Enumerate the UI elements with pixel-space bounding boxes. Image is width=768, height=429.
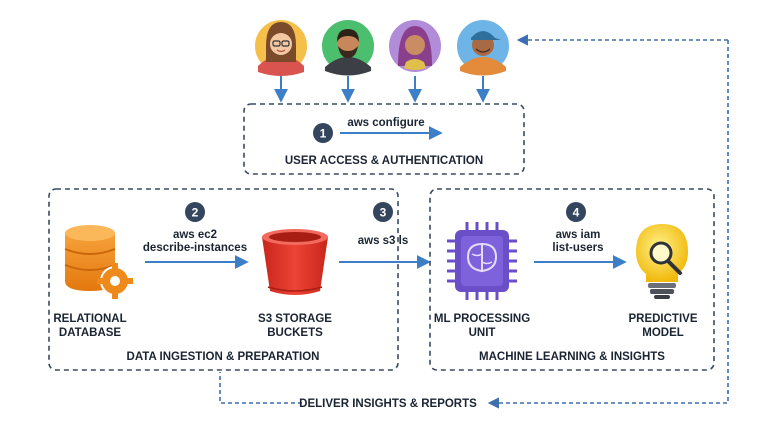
step-number-2: 2 bbox=[192, 206, 199, 220]
database-label-line1: RELATIONAL bbox=[53, 313, 126, 325]
model-label-line2: MODEL bbox=[642, 327, 684, 339]
database-label-line2: DATABASE bbox=[59, 327, 122, 339]
ml-chip-icon bbox=[447, 222, 517, 300]
lightbulb-search-icon bbox=[636, 224, 688, 299]
user-avatar-1 bbox=[253, 18, 309, 76]
command-aws-configure: aws configure bbox=[347, 117, 424, 129]
user-avatar-4 bbox=[455, 18, 511, 76]
feedback-path-left bbox=[219, 372, 302, 404]
step-badge-4 bbox=[566, 202, 586, 222]
feedback-path-bottom bbox=[487, 40, 729, 409]
step-badge-2 bbox=[185, 202, 205, 222]
step-number-3: 3 bbox=[380, 206, 387, 220]
ml-label-line1: ML PROCESSING bbox=[434, 313, 530, 325]
s3-bucket-icon bbox=[262, 229, 328, 295]
access-group-box bbox=[243, 103, 525, 175]
step-number-1: 1 bbox=[320, 127, 327, 141]
s3-label-line1: S3 STORAGE bbox=[258, 313, 332, 325]
database-icon bbox=[64, 225, 133, 299]
step-badge-3 bbox=[373, 202, 393, 222]
ml-group-title: MACHINE LEARNING & INSIGHTS bbox=[479, 351, 665, 363]
step-badge-1 bbox=[313, 123, 333, 143]
ml-group-box bbox=[429, 188, 715, 371]
command-iam-line1: aws iam bbox=[556, 229, 601, 241]
ml-label-line2: UNIT bbox=[469, 327, 496, 339]
user-avatar-3 bbox=[387, 18, 443, 74]
command-s3-ls: aws s3 ls bbox=[358, 235, 409, 247]
step-number-4: 4 bbox=[573, 206, 580, 220]
user-avatar-2 bbox=[320, 18, 376, 76]
command-ec2-line2: describe-instances bbox=[143, 242, 247, 254]
ingestion-group-title: DATA INGESTION & PREPARATION bbox=[127, 351, 320, 363]
model-label-line1: PREDICTIVE bbox=[628, 313, 697, 325]
access-group-title: USER ACCESS & AUTHENTICATION bbox=[285, 155, 483, 167]
s3-label-line2: BUCKETS bbox=[267, 327, 323, 339]
command-ec2-line1: aws ec2 bbox=[173, 229, 217, 241]
command-iam-line2: list-users bbox=[552, 242, 603, 254]
deliver-insights-label: DELIVER INSIGHTS & REPORTS bbox=[299, 398, 477, 410]
